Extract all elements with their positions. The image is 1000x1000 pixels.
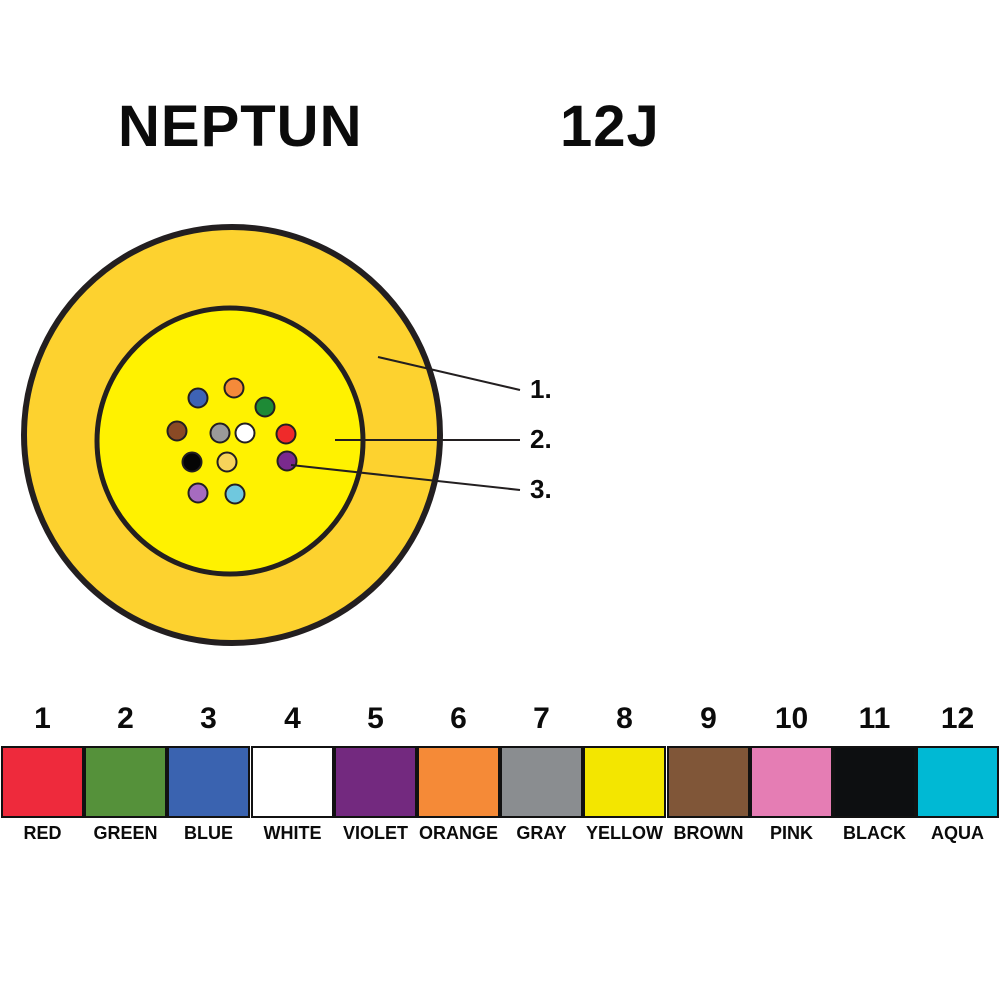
legend-item: 11 BLACK	[833, 700, 916, 850]
legend-swatch	[500, 746, 583, 818]
legend-item: 3 BLUE	[167, 700, 250, 850]
legend-number: 8	[616, 702, 633, 735]
legend-number: 10	[774, 702, 809, 735]
legend-color-name: BROWN	[673, 823, 744, 843]
legend-item: 6 ORANGE	[417, 700, 500, 850]
legend-swatch	[167, 746, 250, 818]
legend-item: 4 WHITE	[251, 700, 334, 850]
fiber-group	[166, 377, 298, 505]
fiber-black	[181, 451, 203, 473]
legend-swatch	[750, 746, 833, 818]
fiber-yellow	[216, 451, 238, 473]
callout-label-2: 2.	[530, 424, 552, 454]
legend-swatch	[84, 746, 167, 818]
legend-color-name: GRAY	[516, 823, 567, 843]
legend-color-name: BLUE	[184, 823, 233, 843]
legend-swatch	[334, 746, 417, 818]
legend-color-name: ORANGE	[418, 823, 498, 843]
cable-code-title: 12J	[560, 94, 660, 159]
legend-color-name: GREEN	[93, 823, 158, 843]
fiber-red	[275, 423, 297, 445]
legend-swatch	[251, 746, 334, 818]
fiber-violet	[276, 450, 298, 472]
legend-swatch	[1, 746, 84, 818]
legend-swatch	[583, 746, 666, 818]
inner-core	[94, 305, 366, 577]
legend-number: 7	[533, 702, 550, 735]
fiber-pink	[187, 482, 209, 504]
legend-color-name: RED	[23, 823, 62, 843]
legend-number: 5	[367, 702, 384, 735]
fiber-brown	[166, 420, 188, 442]
legend-number: 4	[284, 702, 301, 735]
legend-number: 2	[117, 702, 134, 735]
legend-number: 3	[200, 702, 217, 735]
callout-label-3: 3.	[530, 474, 552, 504]
fiber-green	[254, 396, 276, 418]
callout-line-1	[377, 356, 521, 391]
legend-color-name: YELLOW	[586, 823, 663, 843]
legend-color-name: PINK	[769, 823, 813, 843]
legend-color-name: VIOLET	[342, 823, 408, 843]
legend-item: 2 GREEN	[84, 700, 167, 850]
fiber-aqua	[224, 483, 246, 505]
legend-color-name: WHITE	[263, 823, 322, 843]
legend-item: 1 RED	[1, 700, 84, 850]
fiber-color-legend: 1 RED 2 GREEN 3 BLUE 4 WHITE 5 VIOLET 6 …	[1, 700, 999, 850]
legend-color-name: BLACK	[843, 823, 906, 843]
legend-item: 12 AQUA	[916, 700, 999, 850]
callout-line-3	[290, 464, 521, 491]
legend-number: 9	[700, 702, 717, 735]
legend-item: 5 VIOLET	[334, 700, 417, 850]
legend-item: 10 PINK	[750, 700, 833, 850]
legend-item: 8 YELLOW	[583, 700, 666, 850]
fiber-white	[234, 422, 256, 444]
legend-swatch	[916, 746, 999, 818]
fiber-orange	[223, 377, 245, 399]
legend-swatch	[667, 746, 750, 818]
legend-swatch	[417, 746, 500, 818]
legend-number: 6	[450, 702, 467, 735]
legend-color-name: AQUA	[931, 823, 984, 843]
legend-item: 9 BROWN	[667, 700, 750, 850]
legend-swatch	[833, 746, 916, 818]
fiber-blue	[187, 387, 209, 409]
legend-number: 12	[940, 702, 975, 735]
fiber-gray	[209, 422, 231, 444]
callout-label-1: 1.	[530, 374, 552, 404]
legend-number: 11	[858, 702, 891, 735]
cable-cross-section-diagram: 1. 2. 3.	[21, 224, 552, 646]
cable-name-title: NEPTUN	[118, 94, 363, 159]
legend-item: 7 GRAY	[500, 700, 583, 850]
legend-number: 1	[34, 702, 51, 735]
